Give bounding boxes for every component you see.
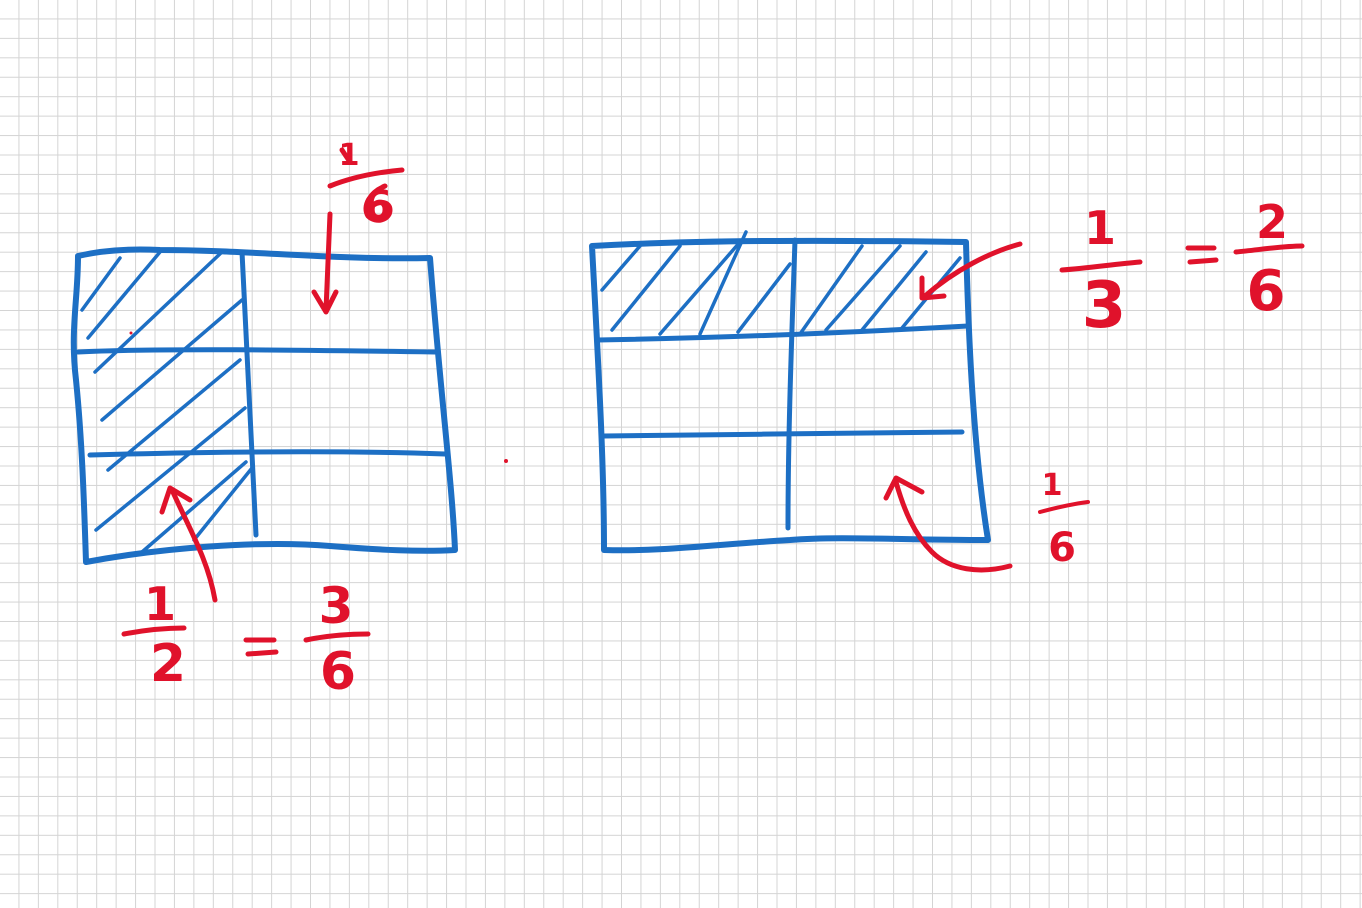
right-lhs-fraction-bar — [1059, 259, 1143, 273]
left-grid-hatching — [80, 250, 254, 554]
right-rhs-fraction-bar — [1233, 243, 1305, 255]
left-grid-column-divider — [239, 249, 259, 538]
stray-dot — [129, 331, 133, 335]
right-equation — [1059, 243, 1305, 273]
left-rhs-fraction-bar — [303, 631, 371, 643]
right-lhs-denominator: 3 — [1081, 269, 1127, 343]
right-grid-outline — [589, 237, 991, 554]
left-equation — [121, 625, 371, 657]
right-fraction-grid — [589, 230, 991, 554]
left-part-label — [311, 147, 405, 315]
left-lhs-denominator: 2 — [149, 634, 187, 694]
right-lhs-numerator: 1 — [1083, 201, 1117, 255]
left-lhs-numerator: 1 — [143, 577, 177, 631]
right-part-label-fraction-bar — [1038, 500, 1090, 514]
right-rhs-denominator: 6 — [1246, 259, 1286, 324]
left-rhs-numerator: 3 — [318, 577, 354, 635]
right-shaded-arrow — [919, 241, 1023, 301]
right-equals-sign — [1185, 245, 1219, 265]
left-part-label-fraction-bar — [327, 167, 405, 189]
left-shaded-arrow — [159, 485, 218, 603]
left-part-label-denominator: 6 — [364, 183, 392, 229]
right-part-label — [883, 475, 1090, 573]
right-part-label-numerator: 1 — [1041, 468, 1063, 503]
left-part-label-numerator-mark — [339, 147, 353, 165]
left-equals-sign — [243, 637, 279, 657]
right-grid-hatching — [600, 230, 962, 336]
left-grid-row-divider-2 — [87, 449, 448, 458]
left-part-label-denominator-mark — [363, 183, 393, 223]
right-grid-row-divider-2 — [601, 429, 965, 439]
right-part-label-denominator: 6 — [1048, 525, 1076, 571]
left-down-arrow — [311, 211, 339, 315]
right-rhs-numerator: 2 — [1255, 195, 1289, 249]
right-grid-column-divider — [785, 237, 798, 531]
left-grid-row-divider-1 — [75, 347, 438, 355]
left-lhs-fraction-bar — [121, 625, 187, 637]
left-rhs-denominator: 6 — [319, 642, 357, 702]
stray-dot — [504, 459, 508, 463]
left-part-label-numerator: 1 — [338, 138, 360, 173]
left-grid-outline — [70, 246, 458, 565]
left-fraction-grid — [70, 246, 458, 565]
right-grid-row-divider-1 — [595, 323, 971, 343]
right-part-arrow — [883, 475, 1013, 573]
